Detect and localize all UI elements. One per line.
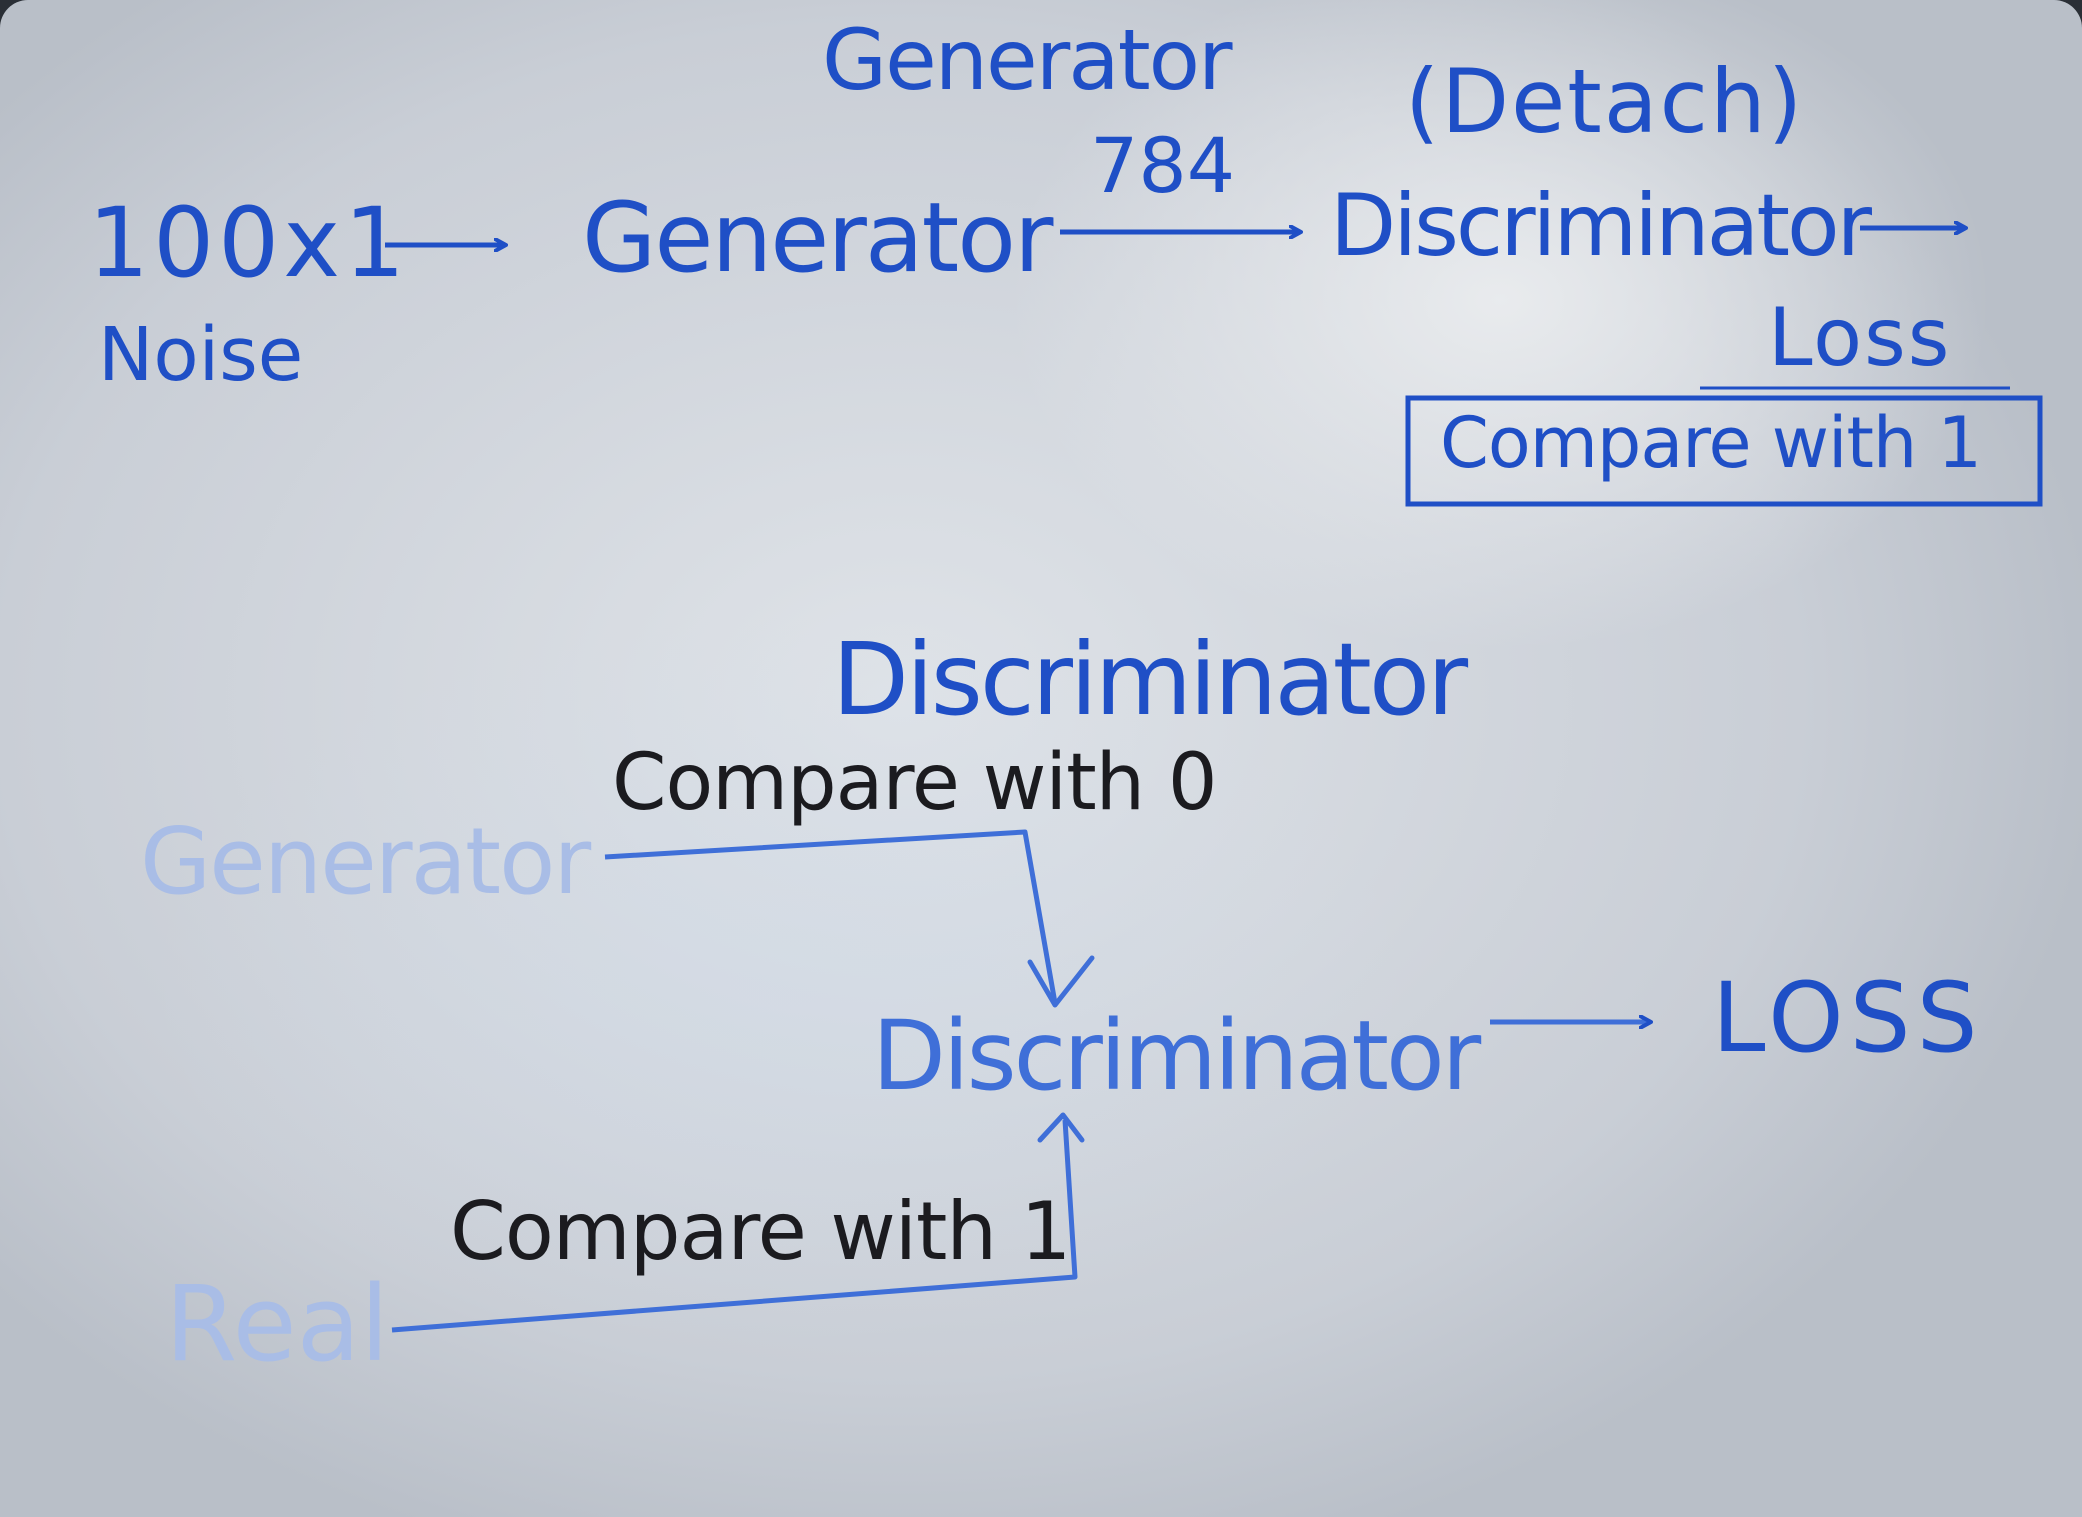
compare-box-frame — [1405, 395, 2043, 507]
arrowhead-down — [1027, 955, 1095, 1008]
discriminator-node-bottom: Discriminator — [872, 1000, 1481, 1112]
discriminator-title: Discriminator — [832, 621, 1468, 738]
generator-input: Generator — [140, 808, 591, 915]
path-generator-to-discriminator — [604, 829, 1058, 1004]
compare-fake-label: Compare with 0 — [612, 738, 1218, 828]
generator-title: Generator — [822, 11, 1233, 109]
noise-label: Noise — [98, 312, 304, 398]
compare-real-label: Compare with 1 — [450, 1185, 1071, 1278]
discriminator-node: Discriminator — [1330, 176, 1872, 276]
path-real-to-discriminator — [391, 1119, 1078, 1333]
compare-box-text: Compare with 1 — [1440, 402, 1982, 484]
real-input: Real — [165, 1263, 390, 1385]
loss-label-top: Loss — [1768, 291, 1952, 384]
generator-node: Generator — [582, 182, 1053, 294]
loss-label-bottom: LOSS — [1712, 962, 1984, 1074]
noise-dim: 100x1 — [88, 187, 410, 299]
arrowhead-up — [1037, 1112, 1085, 1143]
detach-note: (Detach) — [1405, 50, 1805, 153]
output-dim: 784 — [1090, 121, 1236, 210]
